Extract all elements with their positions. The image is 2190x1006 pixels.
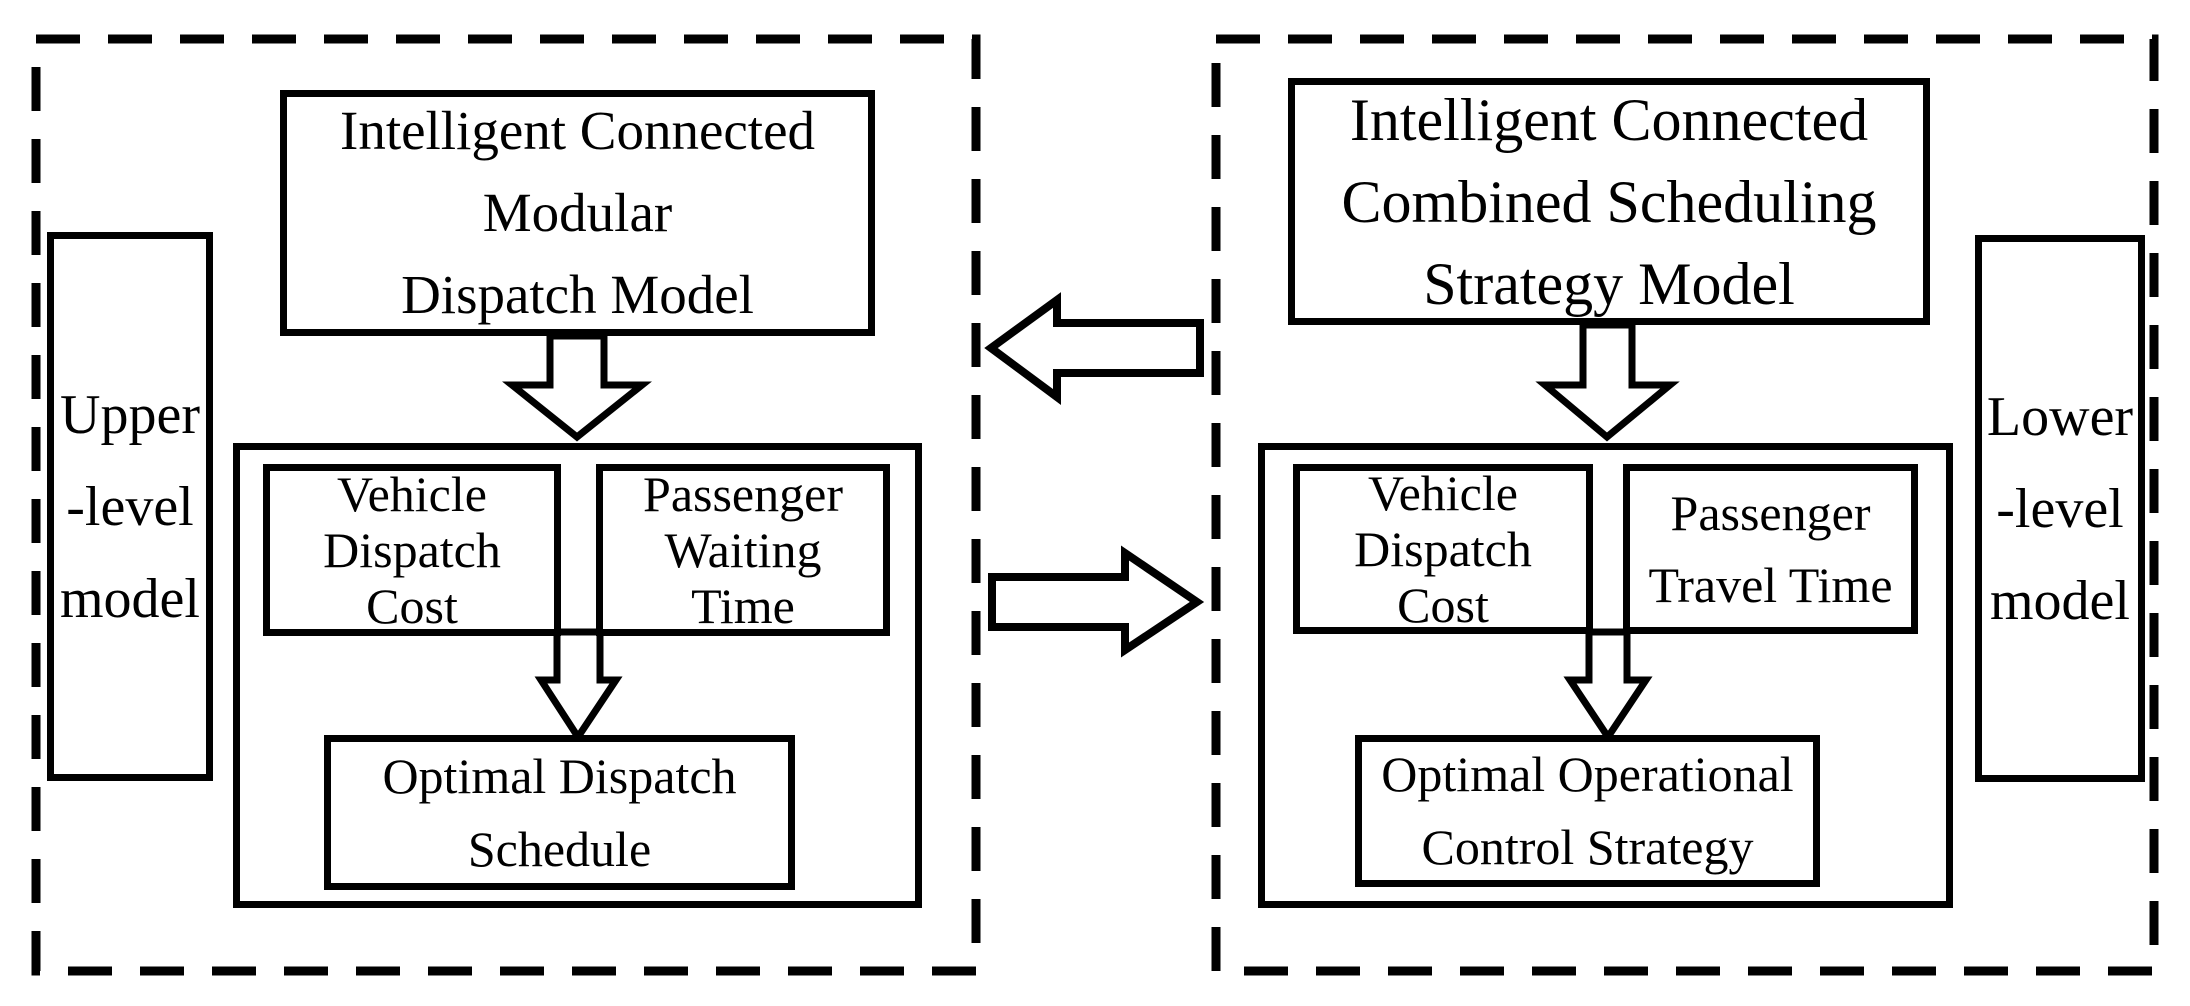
objective-line: Cost [366, 578, 458, 634]
lower-objectives-container [1258, 443, 1953, 908]
model-box-line: Modular [482, 182, 673, 243]
model-box-line: Strategy Model [1423, 250, 1795, 317]
down-arrow-icon [1563, 628, 1653, 744]
optimal-dispatch-schedule-box: Optimal Dispatch Schedule [324, 735, 795, 890]
label-line: Upper [60, 383, 200, 446]
objective-line: Vehicle [1368, 465, 1518, 521]
model-box-line: Intelligent Connected [1349, 86, 1869, 153]
passenger-travel-time-box: Passenger Travel Time [1623, 464, 1918, 634]
optimal-operational-control-strategy-box: Optimal Operational Control Strategy [1355, 735, 1820, 887]
result-line: Control Strategy [1421, 819, 1754, 875]
model-box-line: Dispatch Model [401, 264, 754, 325]
lower-level-model-label: Lower -level model [1975, 235, 2145, 782]
objective-line: Dispatch [323, 522, 501, 578]
modular-dispatch-model-box: Intelligent Connected Modular Dispatch M… [280, 90, 875, 336]
right-arrow-icon [988, 545, 1205, 658]
objective-line: Travel Time [1648, 557, 1893, 613]
vehicle-dispatch-cost-box: Vehicle Dispatch Cost [1293, 464, 1593, 634]
objective-line: Cost [1397, 577, 1489, 633]
passenger-waiting-time-box: Passenger Waiting Time [596, 464, 890, 636]
left-arrow-icon [984, 292, 1204, 405]
upper-level-dashed-border [31, 34, 981, 976]
objective-line: Time [691, 578, 795, 634]
vehicle-dispatch-cost-box: Vehicle Dispatch Cost [263, 464, 561, 636]
down-arrow-icon [1535, 321, 1680, 442]
objective-line: Passenger [643, 466, 843, 522]
label-line: model [1990, 569, 2130, 632]
result-line: Optimal Dispatch [382, 747, 737, 804]
model-box-line: Combined Scheduling [1341, 168, 1877, 235]
down-arrow-icon [502, 332, 652, 442]
objective-line: Vehicle [337, 466, 487, 522]
upper-level-model-label: Upper -level model [47, 232, 213, 781]
combined-scheduling-strategy-model-box: Intelligent Connected Combined Schedulin… [1288, 78, 1930, 325]
model-box-line: Intelligent Connected [340, 100, 815, 161]
objective-line: Passenger [1670, 485, 1871, 541]
label-line: -level [66, 475, 194, 538]
label-line: Lower [1986, 385, 2134, 448]
label-line: -level [1996, 477, 2124, 540]
objective-line: Waiting [664, 522, 822, 578]
upper-objectives-container [233, 443, 922, 908]
down-arrow-icon [534, 628, 623, 744]
result-line: Optimal Operational [1381, 746, 1794, 802]
objective-line: Dispatch [1354, 521, 1532, 577]
label-line: model [60, 567, 200, 630]
result-line: Schedule [467, 820, 652, 877]
lower-level-dashed-border [1211, 34, 2159, 976]
